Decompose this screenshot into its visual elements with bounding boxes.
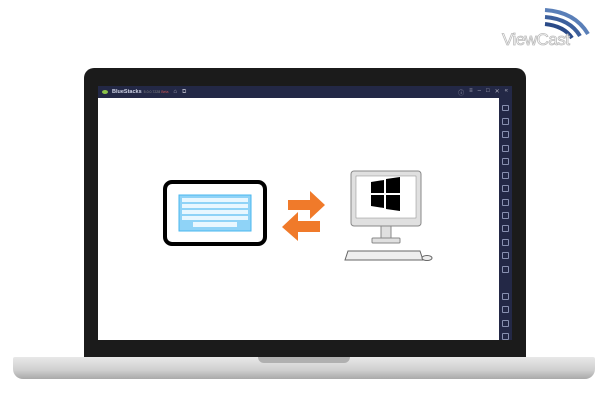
home-icon[interactable] [502, 319, 509, 327]
help-icon[interactable]: ⓘ [458, 90, 465, 97]
volume-up-icon[interactable] [502, 117, 509, 125]
layers-icon[interactable] [502, 252, 509, 260]
multi-icon[interactable] [502, 238, 509, 246]
macro-icon[interactable] [502, 198, 509, 206]
close-icon[interactable]: ✕ [494, 88, 500, 95]
back-icon[interactable] [502, 306, 509, 314]
menu-icon[interactable]: ≡ [469, 87, 473, 94]
tablet-keyboard-icon [163, 180, 267, 246]
screenshot-icon[interactable] [502, 212, 509, 219]
folder-icon[interactable] [502, 225, 509, 233]
settings-icon[interactable] [502, 292, 509, 300]
swap-arrows-icon [282, 191, 325, 241]
app-name: BlueStacks [112, 89, 142, 95]
right-sidebar [499, 98, 512, 340]
video-icon[interactable] [502, 144, 509, 152]
minimize-icon[interactable]: – [477, 87, 481, 94]
eco-icon[interactable] [502, 265, 509, 273]
rotate-icon[interactable] [502, 171, 509, 179]
bluestacks-logo-icon [102, 90, 108, 94]
desktop-computer-icon [344, 170, 433, 261]
lock-icon[interactable] [502, 158, 509, 166]
laptop-base [13, 357, 595, 379]
app-channel: Beta [161, 90, 169, 94]
shake-icon[interactable] [502, 185, 509, 193]
recents-icon[interactable] [502, 333, 509, 340]
app-version: 5.0.0.7228 [143, 90, 161, 94]
laptop-notch [258, 357, 350, 363]
bluestacks-titlebar: BlueStacks 5.0.0.7228 Beta ⌂ ⧉ ⓘ ≡ – □ ✕… [98, 86, 512, 98]
volume-down-icon[interactable] [502, 131, 509, 139]
collapse-icon[interactable]: « [504, 87, 508, 94]
app-content [98, 98, 499, 340]
multi-instance-icon[interactable]: ⧉ [182, 88, 187, 95]
fullscreen-icon[interactable] [502, 104, 509, 112]
home-icon[interactable]: ⌂ [173, 89, 178, 95]
watermark-text: ViewCast [502, 30, 571, 50]
maximize-icon[interactable]: □ [486, 87, 490, 94]
